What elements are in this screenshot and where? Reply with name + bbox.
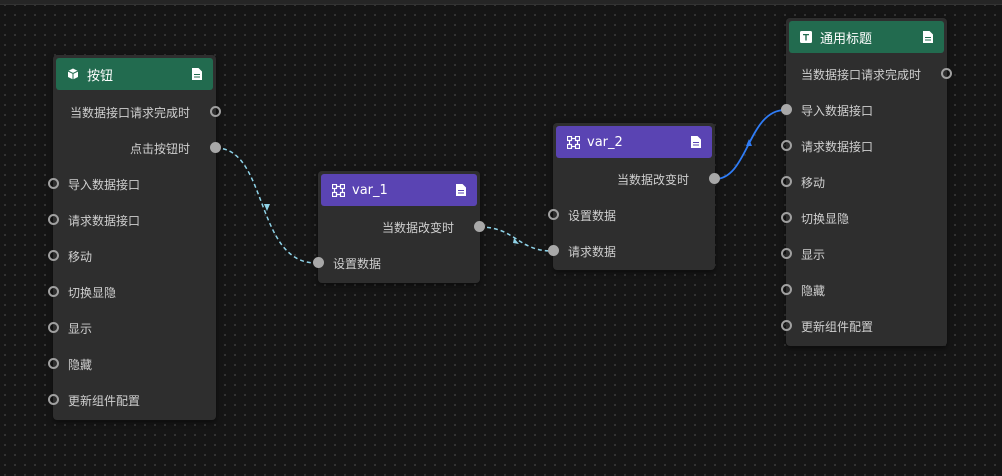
port-label: 更新组件配置 (68, 393, 141, 408)
input-port-row: 切换显隐 (48, 282, 216, 302)
output-port[interactable] (210, 142, 221, 153)
input-port-row: 请求数据接口 (781, 136, 947, 156)
input-port-row: 更新组件配置 (48, 390, 216, 410)
input-port[interactable] (781, 140, 792, 151)
input-port[interactable] (781, 104, 792, 115)
input-port-row: 请求数据 (548, 241, 715, 261)
node-title: var_1 (352, 182, 388, 198)
wire-arrow-icon (513, 238, 519, 244)
wire-button-to-var1[interactable] (215, 147, 317, 264)
node-var-2[interactable]: var_2 当数据改变时 设置数据 请求数据 (548, 123, 720, 270)
variable-icon (566, 135, 580, 149)
port-label: 导入数据接口 (68, 177, 141, 192)
input-port-row: 显示 (48, 318, 216, 338)
port-label: 切换显隐 (68, 285, 117, 300)
node-header[interactable]: 通用标题 (789, 21, 944, 53)
node-title: var_2 (587, 134, 623, 150)
input-port-row: 请求数据接口 (48, 210, 216, 230)
node-title: 通用标题 (820, 31, 873, 47)
input-port[interactable] (48, 250, 59, 261)
node-header[interactable]: 按钮 (56, 58, 213, 90)
port-label: 请求数据接口 (801, 139, 874, 154)
input-port[interactable] (48, 286, 59, 297)
input-port-row: 导入数据接口 (48, 174, 216, 194)
input-port-row: 隐藏 (781, 280, 947, 300)
output-port-row: 当数据改变时 (553, 169, 720, 189)
port-label: 隐藏 (801, 283, 826, 298)
port-label: 显示 (68, 321, 93, 336)
input-port[interactable] (48, 178, 59, 189)
wire-var1-to-var2[interactable] (479, 226, 553, 252)
input-port[interactable] (313, 257, 324, 268)
input-port-row: 设置数据 (548, 205, 715, 225)
input-port[interactable] (781, 320, 792, 331)
port-label: 切换显隐 (801, 211, 850, 226)
port-label: 当数据改变时 (381, 220, 454, 235)
input-port[interactable] (48, 214, 59, 225)
output-port-row: 当数据接口请求完成时 (53, 102, 221, 122)
input-port[interactable] (781, 284, 792, 295)
node-general-title[interactable]: 通用标题 当数据接口请求完成时 导入数据接口 请求数据接口 移动 切换显隐 显示… (781, 18, 952, 346)
input-port-row: 隐藏 (48, 354, 216, 374)
document-icon[interactable] (191, 67, 203, 81)
input-port[interactable] (48, 394, 59, 405)
port-label: 当数据改变时 (616, 172, 689, 187)
port-label: 更新组件配置 (801, 319, 874, 334)
port-label: 隐藏 (68, 357, 93, 372)
node-header[interactable]: var_2 (556, 126, 712, 158)
input-port-row: 设置数据 (313, 253, 480, 273)
node-header[interactable]: var_1 (321, 174, 477, 206)
document-icon[interactable] (690, 135, 702, 149)
input-port-row: 显示 (781, 244, 947, 264)
cube-icon (66, 67, 80, 81)
input-port-row: 切换显隐 (781, 208, 947, 228)
input-port-row: 移动 (781, 172, 947, 192)
output-port[interactable] (709, 173, 720, 184)
input-port[interactable] (781, 248, 792, 259)
port-label: 设置数据 (568, 208, 617, 223)
top-toolbar-edge (0, 0, 1002, 5)
port-label: 设置数据 (333, 256, 382, 271)
input-port[interactable] (781, 176, 792, 187)
input-port-row: 导入数据接口 (781, 100, 947, 120)
document-icon[interactable] (455, 183, 467, 197)
wire-arrow-icon (746, 139, 752, 146)
input-port[interactable] (781, 212, 792, 223)
output-port[interactable] (941, 68, 952, 79)
node-button[interactable]: 按钮 当数据接口请求完成时 点击按钮时 导入数据接口 请求数据接口 移动 切换显… (48, 55, 221, 420)
wire-var2-to-title[interactable] (714, 109, 786, 180)
port-label: 导入数据接口 (801, 103, 874, 118)
input-port[interactable] (548, 209, 559, 220)
wire-arrow-icon (264, 204, 270, 211)
output-port-row: 点击按钮时 (53, 138, 221, 158)
port-label: 请求数据 (568, 244, 617, 259)
input-port[interactable] (548, 245, 559, 256)
input-port[interactable] (48, 322, 59, 333)
port-label: 点击按钮时 (129, 141, 190, 156)
input-port-row: 更新组件配置 (781, 316, 947, 336)
port-label: 显示 (801, 247, 826, 262)
port-label: 移动 (801, 175, 826, 190)
text-icon (799, 30, 813, 44)
port-label: 移动 (68, 249, 93, 264)
input-port[interactable] (48, 358, 59, 369)
input-port-row: 移动 (48, 246, 216, 266)
document-icon[interactable] (922, 30, 934, 44)
output-port[interactable] (474, 221, 485, 232)
output-port-row: 当数据改变时 (318, 217, 485, 237)
node-var-1[interactable]: var_1 当数据改变时 设置数据 (313, 171, 485, 283)
variable-icon (331, 183, 345, 197)
node-title: 按钮 (87, 68, 114, 84)
output-port[interactable] (210, 106, 221, 117)
port-label: 当数据接口请求完成时 (69, 105, 190, 120)
port-label: 当数据接口请求完成时 (800, 67, 921, 82)
port-label: 请求数据接口 (68, 213, 141, 228)
output-port-row: 当数据接口请求完成时 (786, 64, 952, 84)
